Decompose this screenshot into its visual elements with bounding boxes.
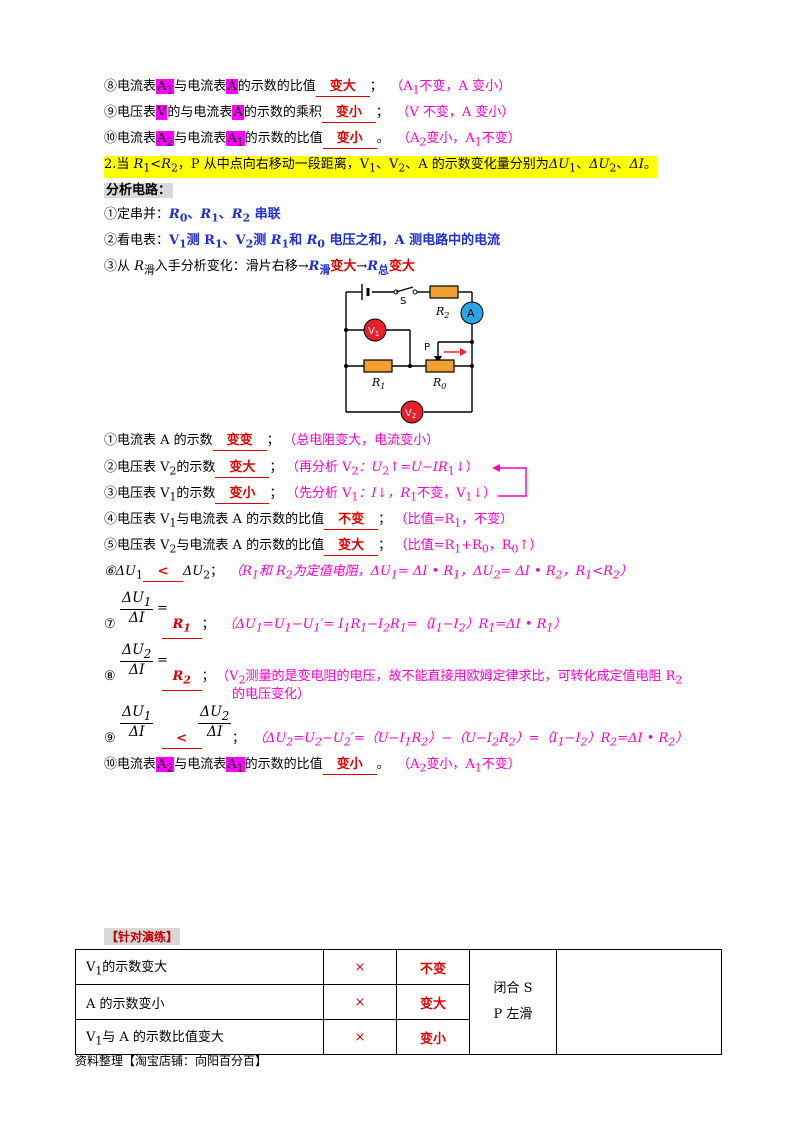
item-10-top: ⑩电流表A2与电流表A1的示数的比值变小。（A2变小，A1不变） bbox=[104, 131, 521, 149]
svg-text:P: P bbox=[424, 342, 430, 353]
answer-blank: 变大 bbox=[315, 78, 370, 97]
svg-text:V2: V2 bbox=[405, 408, 416, 420]
question-2: 2.当 R1<R2，P 从中点向右移动一段距离，V1、V2、A 的示数变化量分别… bbox=[104, 156, 657, 178]
footer: 资料整理【淘宝店铺：向阳百分百】 bbox=[75, 1054, 268, 1068]
item-5: ⑤电压表 V2与电流表 A 的示数的比值变大；（比值=R1+R0，R0↑） bbox=[104, 538, 543, 556]
practice-title: 【针对演练】 bbox=[104, 928, 181, 945]
item-9: ⑨< bbox=[104, 730, 202, 749]
step-1: ①定串并：R0、R1、R2 串联 bbox=[104, 207, 281, 225]
step-3: ③从 R滑入手分析变化：滑片右移→R滑变大→R总变大 bbox=[104, 259, 415, 277]
item-10: ⑩电流表A2与电流表A1的示数的比值变小。（A2变小，A1不变） bbox=[104, 757, 521, 775]
item-2: ②电压表 V2的示数变大；（再分析 V2：U2↑=U−IR1↓） bbox=[104, 460, 479, 478]
circuit-diagram: S R2 A V1 P R1 R0 V2 bbox=[344, 284, 484, 424]
item-6: ⑥ΔU1<ΔU2；（R1和 R2为定值电阻，ΔU1= ΔI • R1，ΔU2= … bbox=[104, 564, 633, 582]
table-row: A 的示数变小 × 变大 bbox=[75, 984, 722, 1020]
svg-text:R1: R1 bbox=[371, 376, 385, 391]
item-8-top: ⑧电流表A1与电流表A的示数的比值变大；（A1不变，A 变小） bbox=[104, 78, 512, 97]
step-2: ②看电表：V1测 R1、V2测 R1和 R0 电压之和，A 测电路中的电流 bbox=[104, 233, 501, 251]
table-row: V1与 A 的示数比值变大 × 变小 bbox=[75, 1019, 722, 1055]
item-9-top: ⑨电压表V的与电流表A的示数的乘积变小；（V 不变，A 变小） bbox=[104, 104, 514, 123]
item-3: ③电压表 V1的示数变小；（先分析 V1：I↓，R1不变，V1↓） bbox=[104, 486, 497, 504]
ammeter-a1-tag: A1 bbox=[156, 79, 175, 97]
svg-text:R2: R2 bbox=[435, 305, 449, 320]
item-1: ①电流表 A 的示数变变；（总电阻变大，电流变小） bbox=[104, 432, 439, 451]
svg-text:R0: R0 bbox=[432, 376, 446, 391]
ammeter-a-tag: A bbox=[226, 79, 238, 94]
analysis-heading: 分析电路： bbox=[104, 183, 174, 198]
item-4: ④电压表 V1与电流表 A 的示数的比值不变；（比值=R1，不变） bbox=[104, 512, 514, 530]
switch-label: S bbox=[400, 296, 406, 307]
svg-text:V1: V1 bbox=[368, 326, 379, 338]
bracket-arrow bbox=[492, 464, 527, 497]
svg-text:A: A bbox=[467, 307, 475, 320]
